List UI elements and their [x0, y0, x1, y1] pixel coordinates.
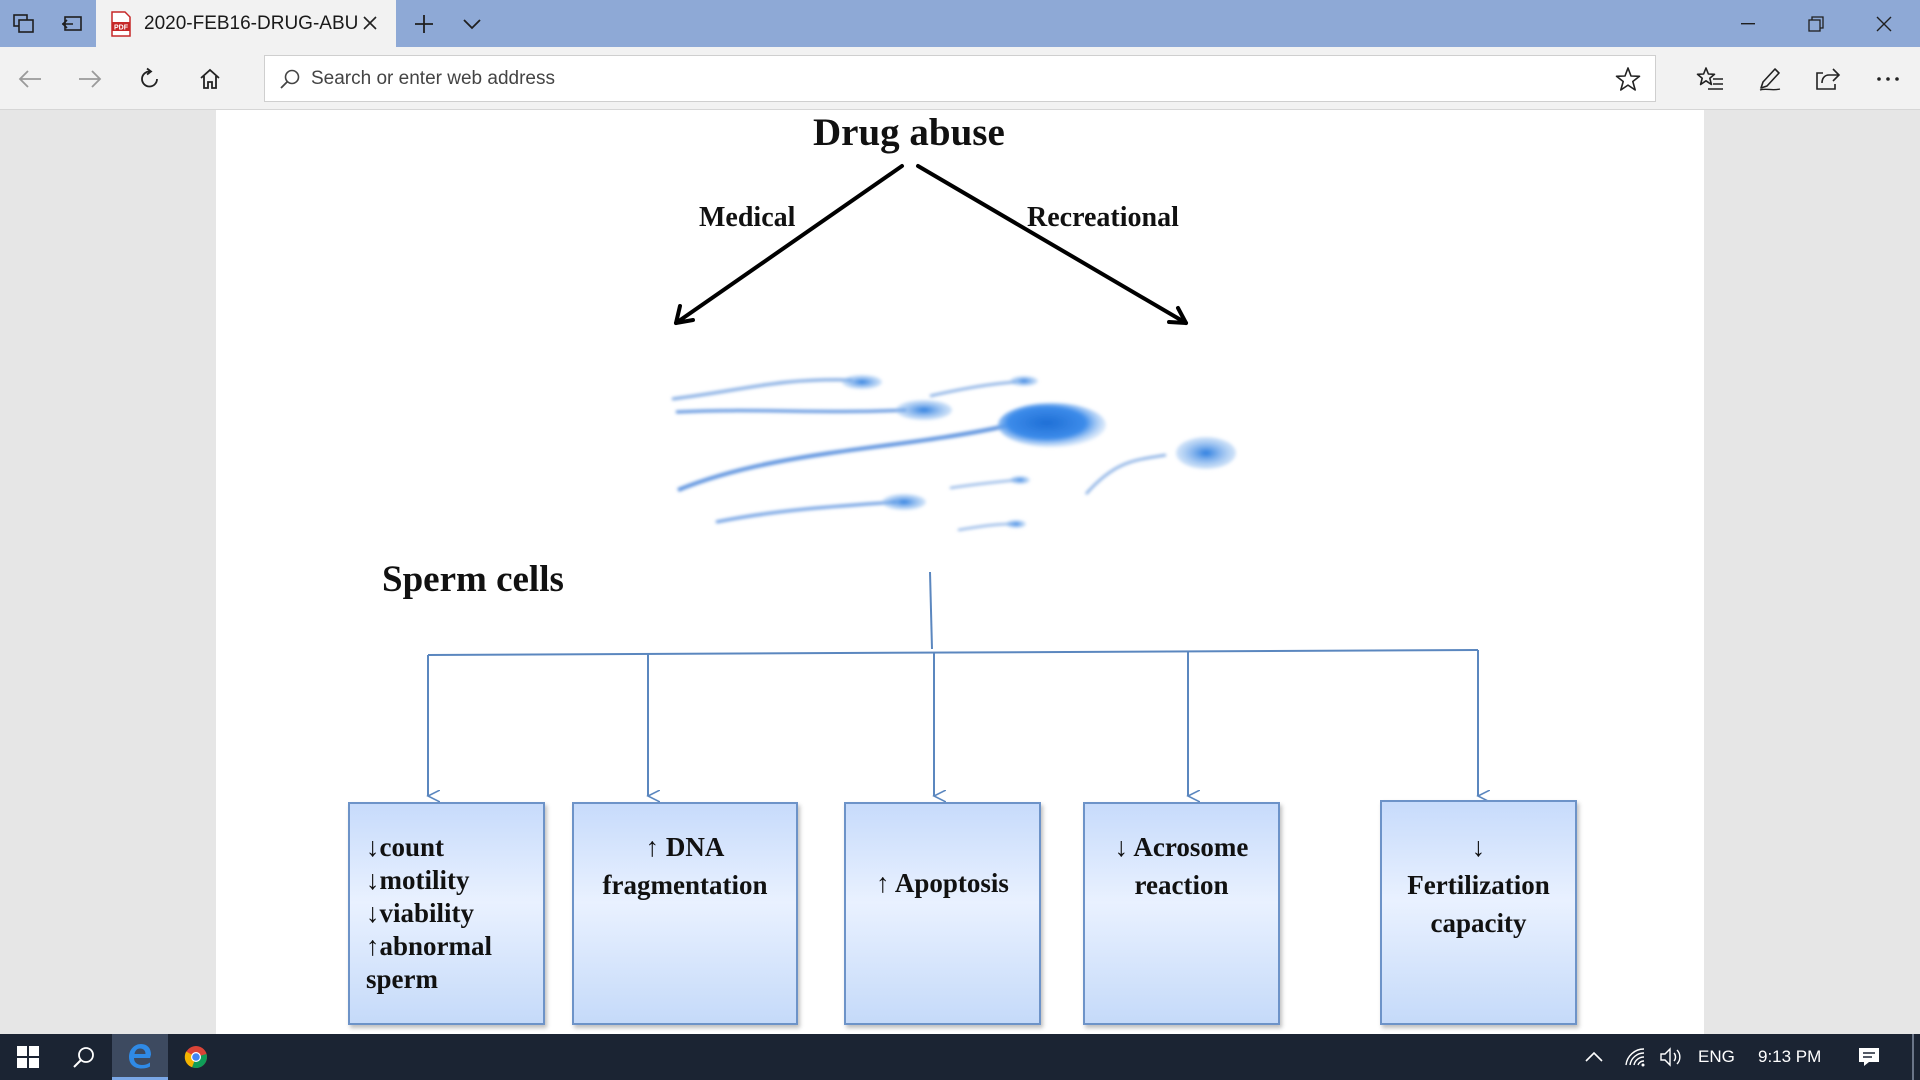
close-tab-icon[interactable] — [360, 13, 380, 33]
new-tab-icon[interactable] — [400, 0, 448, 47]
favorite-star-icon[interactable] — [1615, 66, 1641, 92]
tab-title: 2020-FEB16-DRUG-ABU — [144, 12, 359, 34]
effect-line: ↑ Apoptosis — [876, 868, 1009, 898]
effect-line: sperm — [366, 964, 438, 994]
action-center-notification-icon[interactable] — [1846, 1034, 1892, 1080]
connector-tree — [428, 571, 1478, 796]
navigation-bar — [0, 47, 1920, 110]
effect-line: ↑ DNA — [645, 832, 725, 862]
home-icon[interactable] — [186, 55, 234, 103]
title-bar: PDF 2020-FEB16-DRUG-ABU — [0, 0, 1920, 47]
effect-line: capacity — [1430, 908, 1527, 938]
pdf-page: Drug abuse Medical Recreational Sperm ce… — [216, 110, 1704, 1034]
clock-time[interactable]: 9:13 PM — [1758, 1047, 1822, 1066]
effect-line: reaction — [1134, 870, 1229, 900]
sperm-illustration — [671, 375, 1236, 531]
restore-button[interactable] — [1782, 0, 1850, 47]
effect-box-dna-fragmentation: ↑ DNA fragmentation — [572, 802, 798, 1025]
sperm-cells-label: Sperm cells — [382, 559, 564, 600]
network-wifi-icon[interactable] — [1614, 1034, 1658, 1080]
effect-box-apoptosis: ↑ Apoptosis — [844, 802, 1041, 1025]
share-icon[interactable] — [1804, 55, 1852, 103]
back-icon[interactable] — [6, 55, 54, 103]
address-bar[interactable] — [264, 55, 1656, 102]
effect-box-sperm-parameters: ↓count ↓motility ↓viability ↑abnormal sp… — [348, 802, 545, 1025]
favorites-hub-icon[interactable] — [1686, 55, 1734, 103]
show-hidden-icons-chevron-icon[interactable] — [1572, 1034, 1616, 1080]
flowchart-graphics — [216, 164, 1704, 1034]
language-indicator[interactable]: ENG — [1698, 1047, 1735, 1066]
effect-line: fragmentation — [602, 870, 768, 900]
tab-list-chevron-icon[interactable] — [448, 0, 496, 47]
pen-notes-icon[interactable] — [1746, 55, 1794, 103]
chrome-browser-icon[interactable] — [168, 1034, 224, 1080]
effect-box-acrosome-reaction: ↓ Acrosome reaction — [1083, 802, 1280, 1025]
windows-taskbar: ENG 9:13 PM — [0, 1034, 1920, 1080]
branch-label-medical: Medical — [699, 202, 796, 233]
close-window-button[interactable] — [1850, 0, 1918, 47]
effect-line: ↓motility — [366, 865, 470, 895]
effect-box-fertilization-capacity: ↓ Fertilization capacity — [1380, 800, 1577, 1025]
address-input[interactable] — [311, 56, 1551, 101]
effect-line: Fertilization — [1407, 870, 1550, 900]
branch-arrows — [674, 164, 1188, 325]
svg-text:PDF: PDF — [114, 24, 129, 31]
effect-line: ↑abnormal — [366, 931, 493, 961]
tabs-aside-icon[interactable] — [0, 0, 48, 47]
volume-speaker-icon[interactable] — [1650, 1034, 1694, 1080]
effect-line: ↓viability — [366, 898, 475, 928]
branch-label-recreational: Recreational — [1027, 202, 1179, 233]
show-desktop-strip[interactable] — [1912, 1034, 1914, 1080]
effect-line: ↓count — [366, 832, 445, 862]
more-menu-icon[interactable] — [1864, 55, 1912, 103]
pdf-icon: PDF — [111, 10, 131, 37]
diagram-title: Drug abuse — [813, 111, 1005, 154]
tab-document[interactable]: PDF 2020-FEB16-DRUG-ABU — [96, 0, 396, 47]
taskbar-search-icon[interactable] — [56, 1034, 112, 1080]
effect-line: ↓ Acrosome — [1114, 832, 1249, 862]
edge-browser-icon[interactable] — [112, 1034, 168, 1080]
set-tabs-aside-icon[interactable] — [48, 0, 96, 47]
search-icon — [280, 69, 300, 89]
start-windows-icon[interactable] — [0, 1034, 56, 1080]
minimize-button[interactable] — [1714, 0, 1782, 47]
refresh-icon[interactable] — [126, 55, 174, 103]
effect-line: ↓ — [1471, 832, 1486, 862]
forward-icon[interactable] — [66, 55, 114, 103]
pdf-viewer[interactable]: Drug abuse Medical Recreational Sperm ce… — [0, 110, 1920, 1034]
